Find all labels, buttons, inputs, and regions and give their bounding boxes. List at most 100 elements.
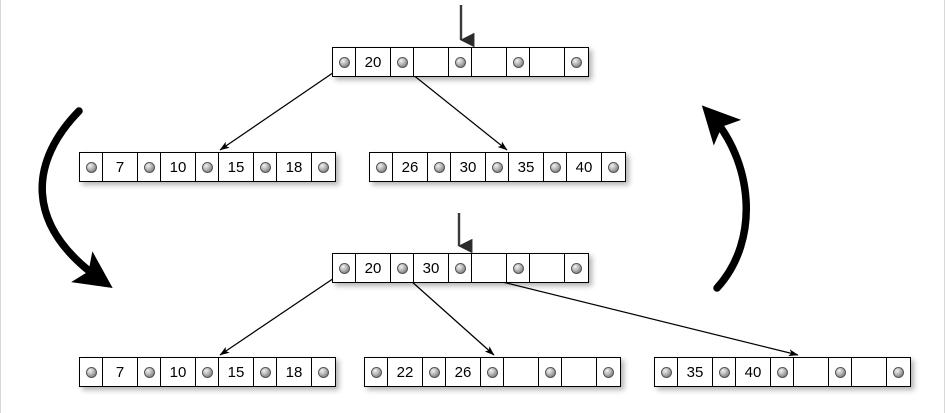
node-pointer-cell bbox=[391, 254, 414, 282]
pointer-dot-icon bbox=[85, 366, 97, 378]
btree-node-leaf-left-after: 7 10 15 18 bbox=[79, 357, 336, 387]
pointer-dot-icon bbox=[571, 56, 582, 68]
node-key-cell: 18 bbox=[277, 358, 312, 386]
node-pointer-cell bbox=[254, 153, 277, 181]
pointer-dot-icon bbox=[396, 262, 408, 274]
pointer-dot-icon bbox=[370, 366, 382, 378]
node-pointer-cell bbox=[507, 254, 530, 282]
node-pointer-cell bbox=[486, 153, 509, 181]
node-pointer-cell bbox=[423, 358, 446, 386]
node-key-cell bbox=[562, 358, 597, 386]
node-pointer-cell bbox=[80, 153, 103, 181]
node-key-cell bbox=[504, 358, 539, 386]
node-key-cell bbox=[852, 358, 887, 386]
pointer-dot-icon bbox=[454, 56, 466, 68]
node-pointer-cell bbox=[196, 358, 219, 386]
node-key-cell: 40 bbox=[736, 358, 771, 386]
btree-node-leaf-middle-after: 22 26 bbox=[364, 357, 621, 387]
node-key-cell: 20 bbox=[356, 48, 391, 76]
pointer-dot-icon bbox=[834, 366, 846, 378]
edge-root-before-to-leaf-right bbox=[401, 65, 508, 151]
pointer-dot-icon bbox=[660, 366, 672, 378]
node-pointer-cell bbox=[333, 48, 356, 76]
node-key-cell: 10 bbox=[161, 153, 196, 181]
btree-node-leaf-right-before: 26 30 35 40 bbox=[369, 152, 626, 182]
node-key-cell: 22 bbox=[388, 358, 423, 386]
pointer-dot-icon bbox=[375, 161, 387, 173]
node-pointer-cell bbox=[449, 48, 472, 76]
pointer-dot-icon bbox=[893, 366, 904, 378]
node-pointer-cell bbox=[539, 358, 562, 386]
node-key-cell: 26 bbox=[446, 358, 481, 386]
node-pointer-cell bbox=[312, 358, 335, 386]
pointer-dot-icon bbox=[486, 366, 498, 378]
pointer-dot-icon bbox=[608, 161, 619, 173]
node-pointer-cell bbox=[254, 358, 277, 386]
node-pointer-cell bbox=[80, 358, 103, 386]
node-pointer-cell bbox=[602, 153, 625, 181]
btree-node-leaf-left-before: 7 10 15 18 bbox=[79, 152, 336, 182]
node-key-cell: 35 bbox=[678, 358, 713, 386]
node-key-cell: 15 bbox=[219, 358, 254, 386]
pointer-dot-icon bbox=[201, 161, 213, 173]
node-key-cell bbox=[472, 254, 507, 282]
pointer-dot-icon bbox=[318, 366, 329, 378]
pointer-dot-icon bbox=[491, 161, 503, 173]
node-pointer-cell bbox=[507, 48, 530, 76]
node-pointer-cell bbox=[887, 358, 910, 386]
edge-root-before-to-leaf-left bbox=[219, 65, 344, 151]
node-key-cell bbox=[530, 48, 565, 76]
pointer-dot-icon bbox=[512, 262, 524, 274]
node-pointer-cell bbox=[312, 153, 335, 181]
edge-root-after-to-leaf-left bbox=[219, 271, 344, 356]
node-pointer-cell bbox=[565, 48, 588, 76]
btree-node-root-before: 20 bbox=[332, 47, 589, 77]
btree-node-leaf-right-after: 35 40 bbox=[654, 357, 911, 387]
edge-root-after-to-leaf-middle bbox=[400, 271, 495, 356]
node-key-cell: 20 bbox=[356, 254, 391, 282]
flow-arrow-right-icon bbox=[701, 105, 751, 292]
node-key-cell bbox=[414, 48, 449, 76]
node-pointer-cell bbox=[391, 48, 414, 76]
node-key-cell: 30 bbox=[414, 254, 449, 282]
node-pointer-cell bbox=[597, 358, 620, 386]
pointer-dot-icon bbox=[454, 262, 466, 274]
node-key-cell: 30 bbox=[451, 153, 486, 181]
pointer-dot-icon bbox=[428, 366, 440, 378]
node-pointer-cell bbox=[365, 358, 388, 386]
pointer-dot-icon bbox=[201, 366, 213, 378]
child-pointer-edges bbox=[219, 65, 799, 357]
node-key-cell: 7 bbox=[103, 153, 138, 181]
pointer-dot-icon bbox=[259, 161, 271, 173]
pointer-dot-icon bbox=[338, 262, 350, 274]
pointer-dot-icon bbox=[433, 161, 445, 173]
node-pointer-cell bbox=[138, 358, 161, 386]
pointer-dot-icon bbox=[338, 56, 350, 68]
node-key-cell: 35 bbox=[509, 153, 544, 181]
pointer-dot-icon bbox=[603, 366, 614, 378]
node-pointer-cell bbox=[544, 153, 567, 181]
node-key-cell: 15 bbox=[219, 153, 254, 181]
node-pointer-cell bbox=[428, 153, 451, 181]
pointer-dot-icon bbox=[259, 366, 271, 378]
node-key-cell bbox=[794, 358, 829, 386]
pointer-dot-icon bbox=[544, 366, 556, 378]
node-pointer-cell bbox=[481, 358, 504, 386]
node-key-cell: 40 bbox=[567, 153, 602, 181]
pointer-dot-icon bbox=[143, 366, 155, 378]
node-key-cell: 26 bbox=[393, 153, 428, 181]
insertion-point-arrows bbox=[457, 5, 475, 254]
node-key-cell: 7 bbox=[103, 358, 138, 386]
node-pointer-cell bbox=[196, 153, 219, 181]
node-pointer-cell bbox=[138, 153, 161, 181]
pointer-dot-icon bbox=[718, 366, 730, 378]
node-key-cell: 18 bbox=[277, 153, 312, 181]
pointer-dot-icon bbox=[512, 56, 524, 68]
node-key-cell: 10 bbox=[161, 358, 196, 386]
pointer-dot-icon bbox=[143, 161, 155, 173]
node-pointer-cell bbox=[370, 153, 393, 181]
node-pointer-cell bbox=[713, 358, 736, 386]
pointer-dot-icon bbox=[396, 56, 408, 68]
node-pointer-cell bbox=[565, 254, 588, 282]
